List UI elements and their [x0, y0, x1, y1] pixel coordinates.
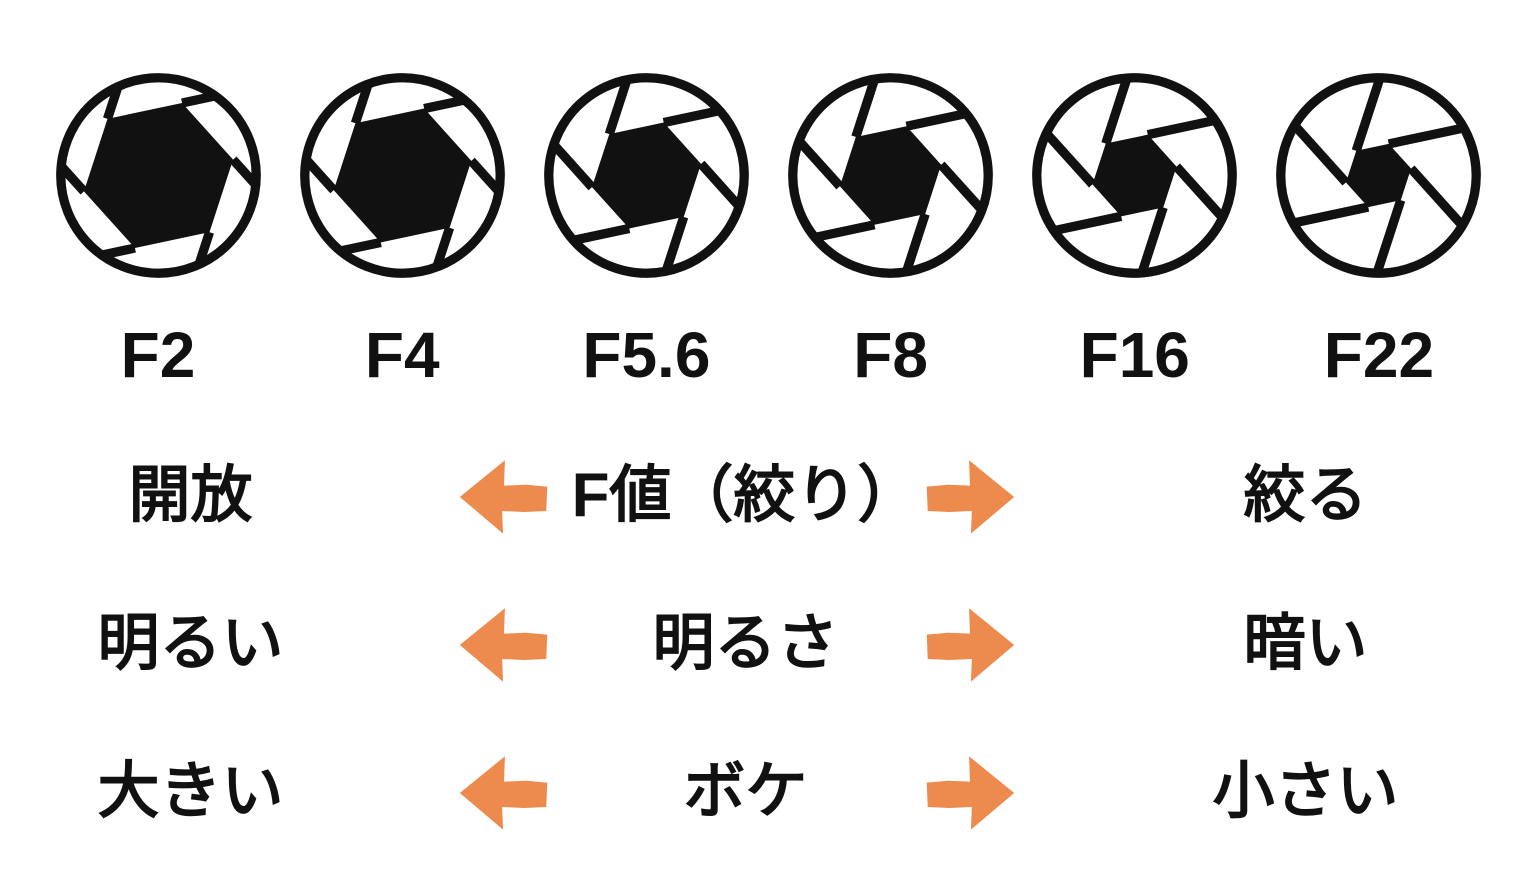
- aperture-f-number: F16: [1079, 319, 1190, 391]
- relation-row: 明るい 明るさ 暗い: [0, 579, 1536, 709]
- aperture-icon: [55, 73, 261, 278]
- right-term: 暗い: [1243, 609, 1368, 678]
- aperture-figure: F4: [292, 68, 512, 387]
- aperture-icon: [544, 73, 749, 278]
- left-arrow-icon: [459, 756, 547, 830]
- aperture-icon: [1032, 73, 1238, 278]
- relations: 開放 F値（絞り） 絞る明るい 明るさ 暗い大きい ボケ 小さい: [0, 431, 1536, 857]
- center-term: F値（絞り）: [571, 461, 920, 530]
- aperture-figure: F5.6: [536, 68, 756, 387]
- relation-row: 開放 F値（絞り） 絞る: [0, 431, 1536, 561]
- right-arrow-cell: [865, 431, 1075, 561]
- left-arrow-cell: [381, 431, 626, 561]
- aperture-diagram: F2 F4 F5.6 F8 F16 F22 開放 F値（絞り） 絞る明るい 明る…: [0, 0, 1536, 857]
- aperture-figure: F22: [1269, 68, 1489, 387]
- right-term: 小さい: [1212, 757, 1399, 826]
- aperture-icon: [299, 73, 505, 278]
- left-arrow-cell: [381, 579, 626, 709]
- left-arrow-icon: [459, 608, 547, 682]
- left-arrow-cell: [381, 727, 626, 857]
- aperture-icon: [788, 73, 993, 278]
- center-term: ボケ: [683, 757, 808, 826]
- left-term: 大きい: [97, 757, 284, 826]
- left-arrow-icon: [459, 460, 547, 534]
- aperture-f-number: F2: [120, 319, 196, 391]
- aperture-figure: F2: [48, 68, 268, 387]
- right-arrow-cell: [865, 727, 1075, 857]
- right-arrow-cell: [865, 579, 1075, 709]
- left-term: 開放: [128, 461, 253, 530]
- aperture-f-number: F8: [853, 319, 928, 391]
- relation-row: 大きい ボケ 小さい: [0, 727, 1536, 857]
- right-term: 絞る: [1243, 461, 1368, 530]
- aperture-row: F2 F4 F5.6 F8 F16 F22: [0, 0, 1536, 387]
- aperture-f-number: F22: [1323, 319, 1435, 391]
- right-arrow-icon: [926, 756, 1015, 830]
- right-arrow-icon: [926, 608, 1015, 682]
- aperture-icon: [1276, 73, 1482, 278]
- aperture-f-number: F4: [364, 319, 440, 391]
- aperture-figure: F16: [1025, 68, 1245, 387]
- aperture-f-number: F5.6: [582, 319, 711, 391]
- left-term: 明るい: [97, 609, 284, 678]
- aperture-figure: F8: [781, 68, 1001, 387]
- center-term: 明るさ: [652, 609, 839, 678]
- right-arrow-icon: [926, 460, 1015, 534]
